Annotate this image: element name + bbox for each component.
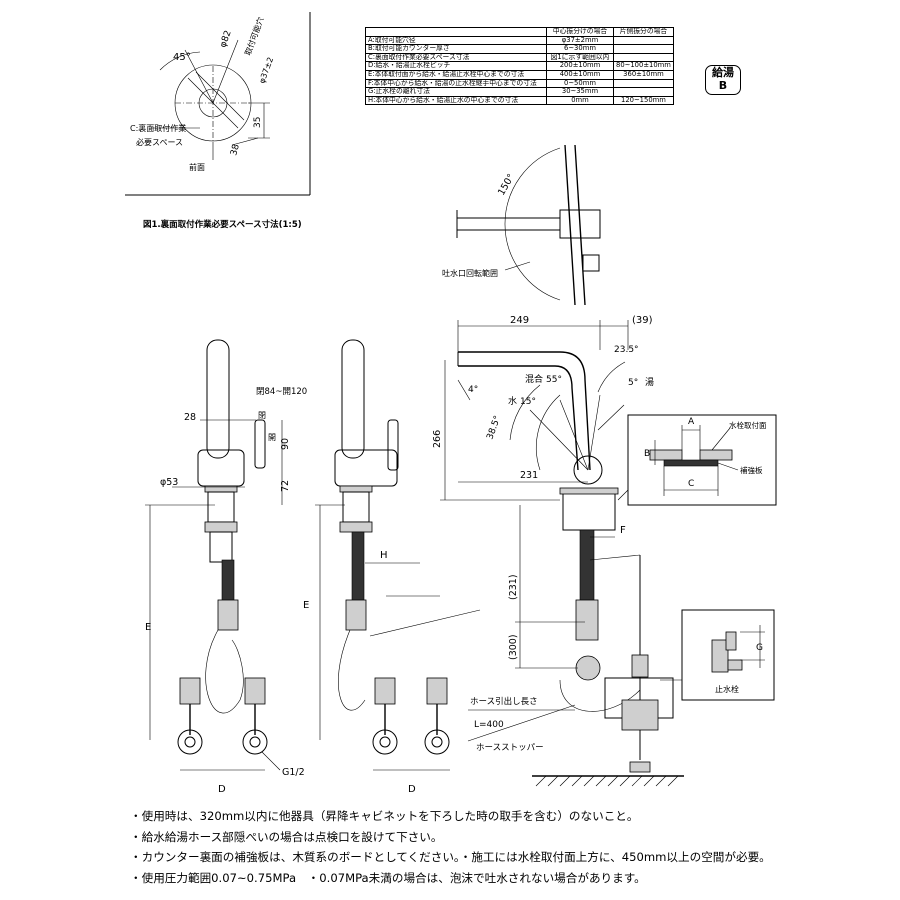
fig1-hole-dia: φ37±2 [257,56,275,85]
fig1-space-label-1: C:裏面取付作業 [130,123,186,133]
detail-g: G [756,643,763,653]
detail-c: C [688,479,694,489]
spec-center: 30~35mm [546,87,614,97]
front-dim-28: 28 [184,412,196,423]
right-f: F [620,525,626,536]
note-item: ・給水給湯ホース部隠ぺいの場合は点検口を設けて下さい。 [130,829,443,844]
right-ang-235: 23.5° [614,345,639,355]
front-open: 開 [268,433,276,442]
side-h: H [380,550,388,561]
right-view: 249 (39) 266 231 4° 混合 55° 水 15° 38.5° 2… [432,315,684,787]
detail-reinforce: 補強板 [740,465,763,475]
note-item: ・カウンター裏面の補強板は、木質系のボードとしてください。・施工には水栓取付面上… [130,850,771,865]
right-dim-266: 266 [432,430,443,448]
spec-side: 360±10mm [613,69,674,80]
right-hose-len: ホース引出し長さ [470,696,538,707]
side-view: E H D [303,339,481,795]
right-dim-249: 249 [510,315,529,326]
spec-table: 中心振分けの場合 片側振分の場合 A:取付可能穴径 φ37±2mm B:取付可能… [365,27,674,106]
right-mix: 混合 [525,373,543,385]
fig1-dim-38: 38 [229,143,242,157]
notes: ・使用時は、320mm以内に他器具（昇降キャビネットを下ろした時の取手を含む）の… [130,806,870,888]
right-dim-231: 231 [520,470,538,481]
spec-header-side: 片側振分の場合 [613,27,674,37]
right-dim-300p: (300) [508,634,519,660]
fig1-angle: 45° [173,52,191,63]
rotation-angle: 150° [496,172,517,197]
fig1-space-label-2: 必要スペース [136,137,183,147]
detail-mount-face: 水栓取付面 [729,420,767,430]
front-dim-72: 72 [280,480,291,492]
right-hose-L: L=400 [474,720,504,730]
front-close: 閉 [258,411,266,420]
side-d: D [408,784,416,795]
right-dim-231p: (231) [508,574,519,600]
front-g: G1/2 [282,767,305,778]
floor-hatch [535,775,679,787]
spec-key: E:本体取付面から給水・給湯止水栓中心までの寸法 [365,69,547,80]
detail-stopvalve: G 止水栓 [660,609,775,701]
fig1-front: 前面 [189,162,205,172]
spec-key: H:本体中心から給水・給湯止水の中心までの寸法 [365,95,547,106]
front-d: D [218,784,226,795]
spec-center: 6~30mm [546,44,614,54]
detail-a: A [688,417,695,427]
spec-key: G:止水栓の離れ寸法 [365,87,547,97]
front-lever-range: 閉84~開120 [256,387,307,397]
right-dim-39: (39) [632,315,653,326]
side-e: E [303,600,309,611]
fig1-dim-35: 35 [253,117,263,128]
detail-b: B [644,449,650,459]
right-water: 水 [508,395,517,407]
spec-side [613,44,674,54]
spec-header-center: 中心振分けの場合 [546,27,614,37]
note-item: ・使用圧力範囲0.07~0.75MPa ・0.07MPa未満の場合は、泡沫で吐水… [130,870,646,885]
spec-center: 400±10mm [546,69,614,80]
right-hose-stopper: ホースストッパー [476,743,544,753]
spec-side [613,78,674,89]
right-ang-385: 38.5° [485,415,503,441]
rotation-label: 吐水口回転範囲 [442,268,498,278]
badge-line-2: B [718,79,728,92]
right-ang-5: 5° [628,378,638,388]
spec-header-blank [365,27,547,37]
front-dim-90: 90 [280,438,291,450]
spec-side [613,35,674,46]
spec-side [613,87,674,97]
detail-mount: A B C 水栓取付面 補強板 [617,414,777,506]
fig1-outer-dia: φ82 [218,29,233,49]
front-dia-53: φ53 [160,477,178,488]
spec-center: 0mm [546,95,614,106]
badge-line-1: 給湯 [712,66,734,79]
right-hot: 湯 [645,377,654,388]
spec-key: B:取付可能カウンター厚さ [365,44,547,54]
detail-stop-valve: 止水栓 [715,684,739,694]
front-view: E D G1/2 φ53 28 90 72 閉84~開120 閉 開 [145,339,307,795]
right-ang-4: 4° [468,385,478,395]
hot-water-badge: 給湯 B [705,65,741,95]
right-ang-15: 15° [520,397,536,407]
fig1-hole-label: 取付可能穴 [242,16,265,57]
note-item: ・使用時は、320mm以内に他器具（昇降キャビネットを下ろした時の取手を含む）の… [130,809,639,823]
spec-side: 120~150mm [613,95,674,106]
spout-rotation-view: 150° 吐水口回転範囲 [442,144,601,306]
fig1-caption: 図1.裏面取付作業必要スペース寸法(1:5) [143,219,302,230]
fig1-backside-space: 45° φ82 取付可能穴 φ37±2 35 38 C:裏面取付作業 必要スペー… [125,12,311,230]
front-e: E [145,622,151,633]
right-ang-55: 55° [546,375,562,385]
